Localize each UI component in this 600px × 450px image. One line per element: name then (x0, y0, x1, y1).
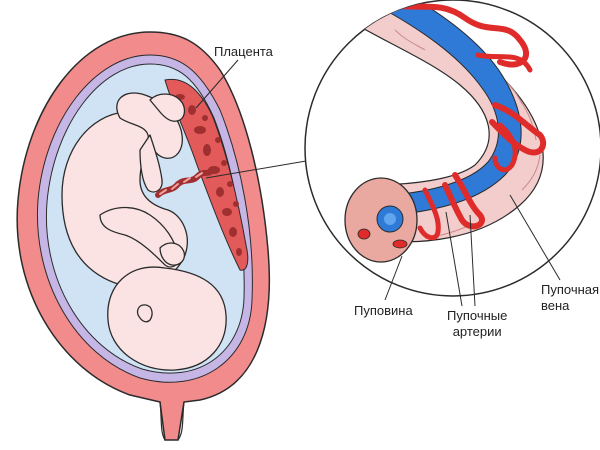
leader-vein (509, 194, 561, 281)
cord-cross-section (344, 177, 418, 263)
leader-lines (195, 59, 561, 307)
label-placenta: Плацента (214, 44, 273, 59)
cord-twist-highlight (159, 172, 203, 195)
label-umbilical-arteries: Пупочные артерии (447, 308, 508, 339)
fetus-ear (136, 304, 153, 323)
cervix (159, 401, 185, 441)
fetus (61, 92, 227, 371)
cord-twist (155, 169, 213, 198)
fetus-head (107, 266, 227, 371)
fetus-hand (159, 242, 186, 266)
leader-placenta (195, 59, 239, 109)
label-umbilical-vein: Пупочная вена (541, 282, 600, 313)
artery-2 (475, 52, 533, 73)
fetus-lower-leg (139, 134, 163, 193)
cross-section-artery-2 (392, 239, 408, 249)
label-umbilical-cord: Пуповина (354, 303, 413, 318)
leader-cord (384, 255, 403, 301)
cross-section-artery-1 (357, 228, 371, 240)
zoom-connector-line (205, 159, 313, 179)
leader-artery-1 (445, 211, 463, 307)
womb-umbilical-cord (155, 169, 213, 198)
artery-6 (492, 122, 518, 173)
fetus-foot (149, 93, 186, 122)
cross-section-vein-inner (384, 213, 396, 225)
placenta-tissue (175, 94, 242, 256)
artery-4 (442, 172, 485, 230)
artery-5 (417, 187, 441, 241)
artery-3 (489, 102, 547, 156)
leader-artery-2 (469, 214, 476, 307)
